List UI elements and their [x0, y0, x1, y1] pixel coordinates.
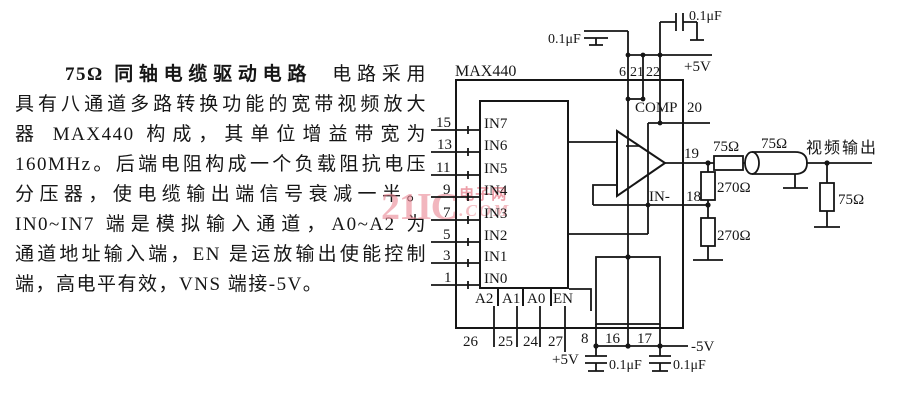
input-label-in2: IN2	[484, 228, 507, 244]
feedback-ground	[693, 246, 723, 261]
pin-number-19: 19	[684, 146, 699, 162]
load-resistor	[819, 182, 835, 212]
feedback-resistor-1-value: 270Ω	[717, 180, 751, 196]
junction-dots	[593, 52, 830, 349]
pin-number-22: 22	[646, 65, 660, 80]
vneg-label: -5V	[691, 339, 714, 355]
input-label-in3: IN3	[484, 206, 507, 222]
paragraph-line-3: 器 MAX440 构成，其单位增益带宽为	[15, 124, 427, 145]
vpos-bottom-label: +5V	[552, 352, 579, 368]
mux-block	[479, 100, 569, 306]
output-network	[665, 151, 872, 228]
address-pin-wires	[493, 288, 592, 352]
pin-number-7: 7	[443, 205, 451, 221]
ic-outer-box	[455, 79, 684, 329]
load-resistor-value: 75Ω	[838, 192, 864, 208]
input-label-in6: IN6	[484, 138, 508, 154]
pin-number-16: 16	[605, 331, 621, 347]
feedback-resistor-1	[700, 171, 716, 201]
vpos-top-label: +5V	[684, 59, 711, 75]
internal-wires	[568, 55, 710, 346]
load-resistor-branch	[814, 163, 840, 228]
comp-label: COMP	[635, 100, 678, 116]
pin-number-27: 27	[548, 334, 564, 350]
cap-top-left-value: 0.1μF	[548, 32, 581, 47]
pin-number-24: 24	[523, 334, 539, 350]
input-label-in5: IN5	[484, 161, 507, 177]
series-resistor-value: 75Ω	[713, 139, 739, 155]
article-title: 75Ω 同轴电缆驱动电路	[65, 64, 313, 85]
pin-number-25: 25	[498, 334, 513, 350]
paragraph-line-8: 端，高电平有效，VNS 端接-5V。	[15, 274, 324, 295]
pin-number-15: 15	[436, 115, 451, 131]
pin-number-5: 5	[443, 227, 451, 243]
pin-number-13: 13	[437, 137, 452, 153]
cap-bottom-left-value: 0.1μF	[609, 358, 642, 373]
coax-impedance-value: 75Ω	[761, 136, 787, 152]
pin-number-20: 20	[687, 100, 702, 116]
input-label-in7: IN7	[484, 116, 508, 132]
pin-number-26: 26	[463, 334, 479, 350]
coax-ground	[783, 174, 808, 189]
left-pin-stubs	[431, 126, 480, 289]
pin-number-8: 8	[581, 331, 589, 347]
inverting-input-label: IN-	[649, 189, 670, 205]
input-label-in4: IN4	[484, 183, 508, 199]
paragraph-line-2: 具有八通道多路转换功能的宽带视频放大	[15, 94, 427, 115]
pin-number-18: 18	[686, 189, 701, 205]
description-paragraph: 75Ω 同轴电缆驱动电路电路采用 具有八通道多路转换功能的宽带视频放大 器 MA…	[15, 60, 427, 300]
series-resistor	[713, 155, 744, 171]
opamp-triangle	[616, 129, 667, 198]
video-output-label: 视频输出	[806, 139, 878, 157]
ic-name-label: MAX440	[455, 63, 516, 80]
addr-label-a0: A0	[527, 291, 545, 307]
input-label-in0: IN0	[484, 271, 507, 287]
coax-cable-symbol	[744, 151, 808, 189]
article-line1-rest: 电路采用	[328, 64, 427, 85]
pin-number-9: 9	[443, 182, 451, 198]
input-label-in1: IN1	[484, 249, 507, 265]
feedback-resistor-2	[700, 217, 716, 247]
pin-number-1: 1	[444, 270, 452, 286]
feedback-resistor-2-value: 270Ω	[717, 228, 751, 244]
pin-number-11: 11	[436, 160, 450, 176]
cap-bottom-right-value: 0.1μF	[673, 358, 706, 373]
paragraph-line-6: IN0~IN7 端是模拟输入通道，A0~A2 为	[15, 214, 427, 235]
pin-number-17: 17	[637, 331, 653, 347]
paragraph-line-7: 通道地址输入端，EN 是运放输出使能控制	[15, 244, 427, 265]
addr-label-a1: A1	[502, 291, 520, 307]
cap-top-right-value: 0.1μF	[689, 9, 722, 24]
feedback-resistors	[693, 163, 723, 261]
addr-label-a2: A2	[475, 291, 493, 307]
paragraph-line-4: 160MHz。后端电阻构成一个负载阻抗电压	[15, 154, 427, 175]
paragraph-line-1: 75Ω 同轴电缆驱动电路电路采用	[15, 60, 427, 90]
paragraph-line-5: 分压器，使电缆输出端信号衰减一半。	[15, 184, 427, 205]
pin-number-3: 3	[443, 248, 451, 264]
addr-label-en: EN	[553, 291, 573, 307]
pin-number-21: 21	[630, 65, 644, 80]
load-ground	[814, 211, 840, 228]
bottom-decoupling-network	[585, 345, 688, 372]
pin-number-6: 6	[619, 65, 626, 80]
